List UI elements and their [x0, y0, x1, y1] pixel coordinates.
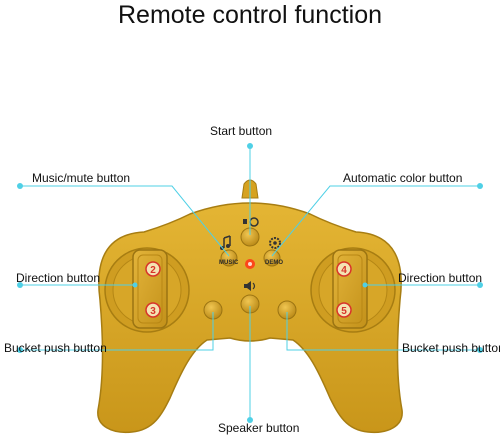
speaker-icon: [244, 281, 256, 291]
automatic-color-button-label: Automatic color button: [343, 171, 463, 185]
callout-dots: [17, 143, 483, 423]
right-up-badge: 4: [336, 261, 352, 277]
direction-button-right-label: Direction button: [398, 271, 483, 285]
left-up-number: 2: [150, 265, 156, 276]
left-down-number: 3: [150, 306, 156, 317]
demo-button-knob: [263, 249, 281, 267]
left-up-badge: 2: [145, 261, 161, 277]
bucket-push-button-left-label: Bucket push button: [4, 341, 107, 355]
music-button-knob: [220, 249, 238, 267]
start-button-label: Start button: [210, 124, 273, 138]
right-up-number: 4: [341, 265, 347, 276]
speaker-button-label: Speaker button: [218, 421, 300, 435]
demo-text: DEMO: [265, 260, 283, 266]
music-mute-button-label: Music/mute button: [32, 171, 131, 185]
gear-icon: [269, 237, 281, 249]
music-text: MUSIC: [219, 260, 239, 266]
callout-lines: [20, 146, 480, 420]
direction-button-left-label: Direction button: [16, 271, 101, 285]
left-down-badge: 3: [145, 302, 161, 318]
bucket-push-button-right-label: Bucket push button: [402, 341, 500, 355]
right-down-badge: 5: [336, 302, 352, 318]
right-down-number: 5: [341, 306, 347, 317]
page-title: Remote control function: [117, 1, 383, 29]
